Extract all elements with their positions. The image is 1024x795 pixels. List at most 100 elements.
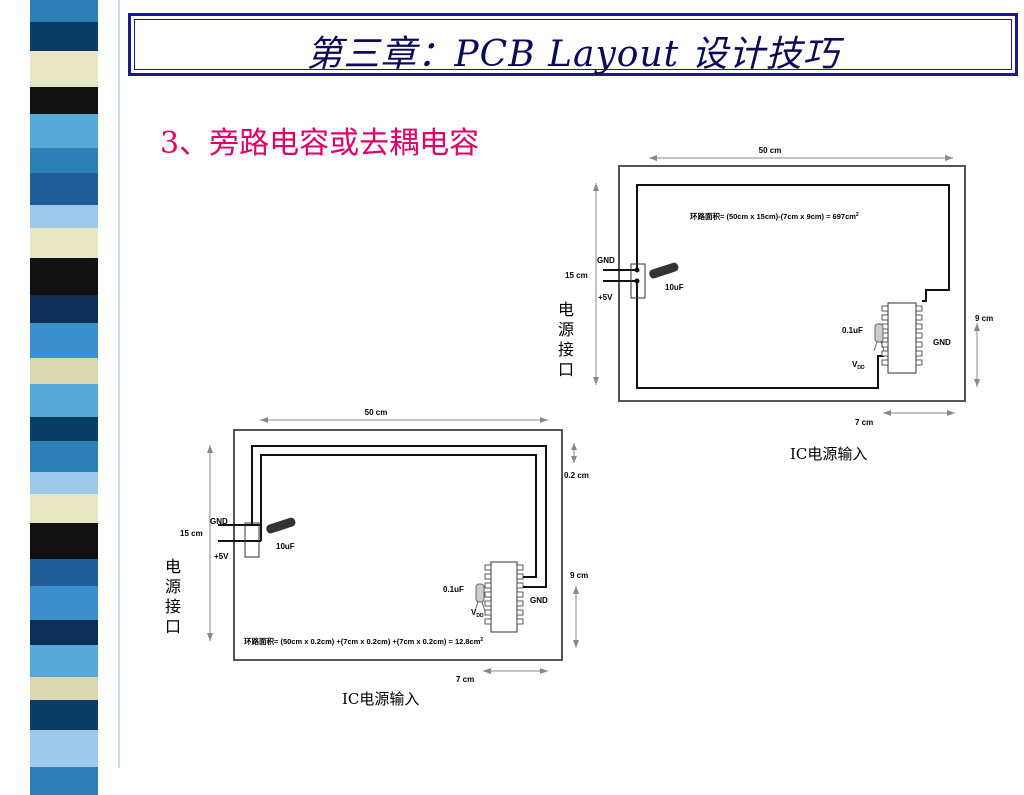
connector-pin-1 [634,267,640,273]
decorative-stripe-bar [30,0,98,795]
arrow-head-east [947,410,955,416]
ic-power-caption-bottom: IC电源输入 [342,690,420,708]
ic-width-label: 7 cm [456,675,474,684]
stripe-segment [30,767,98,795]
stripe-segment [30,205,98,228]
stripe-segment [30,586,98,620]
stripe-segment [30,523,98,559]
stripe-segment [30,358,98,384]
bulk-capacitor-label: 10uF [665,283,684,292]
ic-chip [887,302,917,374]
section-subtitle: 3、旁路电容或去耦电容 [160,126,480,161]
stripe-segment [30,700,98,730]
bypass-cap-lead-left [474,601,479,612]
arrow-head-west [483,668,491,674]
width-label: 50 cm [759,146,782,155]
title-box-inner-border [134,19,1012,70]
board-outline [618,165,966,402]
height-label: 15 cm [180,529,203,538]
height-label: 15 cm [565,271,588,280]
plus5v-label: +5V [214,552,229,561]
power-interface-label-top: 电源接口 [557,300,574,379]
diagram-small-loop-svg: 50 cm 15 cm 0.2 cm GND +5V 10uF [180,408,589,684]
bypass-capacitor-icon [874,323,884,343]
ic-height-label: 9 cm [975,314,993,323]
vdd-label: VDD [471,608,484,619]
ic-gnd-label: GND [530,596,548,605]
ic-height-label: 9 cm [570,571,588,580]
stripe-segment [30,677,98,700]
ic-chip [490,561,518,633]
title-box: 第三章：PCB Layout 设计技巧 [128,13,1018,76]
connector-pin-2 [634,278,640,284]
arrow-head-top [207,445,213,453]
diagram-large-loop-svg: 50 cm 15 cm GND +5V 10uF 环路面积= (50cm x 1… [565,146,993,427]
arrow-head-left [260,417,268,423]
loop-trace-inner [260,454,537,578]
bypass-capacitor-label: 0.1uF [842,326,863,335]
ic-power-caption-top: IC电源输入 [790,445,868,463]
stripe-segment [30,472,98,494]
bulk-capacitor-label: 10uF [276,542,295,551]
stripe-segment [30,228,98,258]
arrow-head-bottom [593,377,599,385]
arrow-head-west [883,410,891,416]
area-formula: 环路面积= (50cm x 15cm)-(7cm x 9cm) = 697cm2 [690,211,859,221]
stripe-segment [30,384,98,417]
stripe-segment [30,494,98,523]
arrow-head-gap-down [571,456,577,463]
ic-gnd-label: GND [933,338,951,347]
arrow-head-right [540,417,548,423]
stripe-segment [30,645,98,677]
arrow-head-down [573,640,579,648]
stripe-segment [30,620,98,645]
arrow-head-down [974,379,980,387]
arrow-head-east [540,668,548,674]
ic-pins [484,564,524,625]
plus5v-label: +5V [598,293,613,302]
arrow-head-left [649,155,657,161]
stripe-segment [30,173,98,205]
stripe-segment [30,148,98,173]
stripe-segment [30,22,98,51]
connector-block [244,522,260,558]
board-outline [233,429,563,661]
stripe-segment [30,51,98,87]
arrow-head-top [593,183,599,191]
arrow-head-gap-up [571,443,577,450]
diagram-large-loop: 50 cm 15 cm GND +5V 10uF 环路面积= (50cm x 1… [565,143,997,433]
gnd-left-label: GND [597,256,615,265]
stripe-segment [30,559,98,586]
bypass-cap-lead-right [880,341,885,352]
loop-trace-top [636,184,950,302]
connector-block [630,263,646,299]
arrow-head-bottom [207,633,213,641]
bypass-capacitor-label: 0.1uF [443,585,464,594]
loop-trace-outer [251,445,547,588]
arrow-head-up [573,586,579,594]
stripe-segment [30,258,98,295]
bulk-capacitor-icon [649,262,679,279]
stripe-segment [30,730,98,767]
stripe-segment [30,323,98,358]
stripe-segment [30,441,98,472]
stripe-segment [30,417,98,441]
bypass-cap-lead-left [873,341,878,352]
arrow-head-right [945,155,953,161]
width-label: 50 cm [365,408,388,417]
loop-trace-bottom [636,281,884,389]
power-interface-label-bottom: 电源接口 [164,557,181,636]
stripe-segment [30,114,98,148]
bypass-cap-lead-right [481,601,486,612]
ic-pins [881,305,923,366]
stripe-segment [30,87,98,114]
decorative-divider [118,0,120,768]
area-formula: 环路面积= (50cm x 0.2cm) +(7cm x 0.2cm) +(7c… [244,636,483,646]
diagram-small-loop: 50 cm 15 cm 0.2 cm GND +5V 10uF [178,403,598,685]
gap-label: 0.2 cm [564,471,589,480]
stripe-segment [30,0,98,22]
bulk-capacitor-icon [266,517,296,534]
page-title: 第三章：PCB Layout 设计技巧 [306,34,840,75]
stripe-segment [30,295,98,323]
gnd-left-label: GND [210,517,228,526]
